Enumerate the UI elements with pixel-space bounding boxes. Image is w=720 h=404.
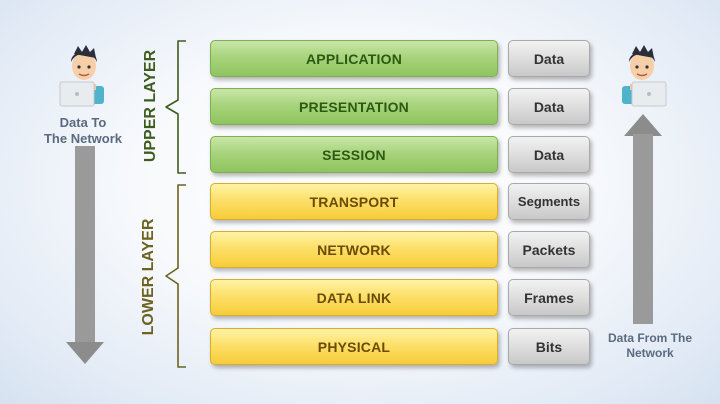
unit-data-link: Frames — [508, 279, 590, 316]
left-user-icon — [59, 45, 104, 107]
unit-transport: Segments — [508, 183, 590, 220]
layer-network: NETWORK — [210, 231, 498, 268]
layer-transport: TRANSPORT — [210, 183, 498, 220]
down-arrow-icon — [66, 146, 104, 364]
left-caption-line2: The Network — [43, 131, 122, 146]
unit-network: Packets — [508, 231, 590, 268]
left-caption-line1: Data To — [59, 115, 107, 130]
left-caption: Data To The Network — [28, 115, 138, 147]
unit-presentation: Data — [508, 88, 590, 125]
upper-layer-bracket — [165, 40, 186, 174]
layer-application: APPLICATION — [210, 40, 498, 77]
right-caption: Data From The Network — [590, 331, 710, 361]
layer-presentation: PRESENTATION — [210, 88, 498, 125]
layer-data-link: DATA LINK — [210, 279, 498, 316]
layer-physical: PHYSICAL — [210, 328, 498, 365]
lower-layer-label: LOWER LAYER — [140, 218, 157, 336]
right-caption-line2: Network — [626, 346, 674, 360]
unit-session: Data — [508, 136, 590, 173]
right-user-icon — [622, 45, 667, 107]
up-arrow-icon — [624, 114, 662, 324]
lower-layer-bracket — [165, 184, 186, 368]
layer-session: SESSION — [210, 136, 498, 173]
upper-layer-label: UPPER LAYER — [142, 49, 159, 163]
unit-physical: Bits — [508, 328, 590, 365]
right-caption-line1: Data From The — [607, 331, 692, 345]
unit-application: Data — [508, 40, 590, 77]
